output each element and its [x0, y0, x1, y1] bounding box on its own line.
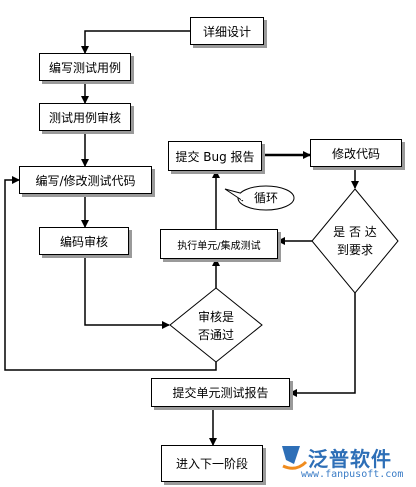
- decision-review-passed-label: 审核是 否通过: [186, 308, 246, 344]
- node-label: 详细设计: [202, 24, 251, 39]
- node-label: 测试用例审核: [48, 110, 121, 125]
- node-submit-bug-report: 提交 Bug 报告: [168, 141, 262, 171]
- node-write-modify-test-code: 编写/修改测试代码: [19, 166, 152, 194]
- edge-detail-to-write-cases: [81, 30, 190, 54]
- node-modify-code: 修改代码: [310, 139, 402, 167]
- brand-logo-icon: [282, 446, 308, 470]
- edge-code-review-to-review-decision: [84, 255, 170, 329]
- brand-url: www.fanpusoft.com: [301, 469, 404, 480]
- edge-review-fail-loop: [4, 176, 217, 371]
- node-detail-design: 详细设计: [190, 17, 264, 45]
- decision-label-line: 审核是: [197, 310, 234, 324]
- node-label: 编写/修改测试代码: [35, 173, 136, 188]
- brand-name: 泛普软件: [308, 447, 392, 471]
- node-label: 进入下一阶段: [175, 457, 248, 471]
- node-label: 编码审核: [59, 234, 108, 249]
- node-label: 编写测试用例: [48, 60, 121, 75]
- decision-label-line: 到要求: [336, 243, 373, 257]
- decision-meets-requirements-label: 是 否 达 到要求: [322, 223, 388, 259]
- loop-callout-text: 循环: [253, 191, 278, 205]
- node-code-review: 编码审核: [39, 227, 129, 255]
- decision-label-line: 否通过: [197, 328, 234, 342]
- node-review-test-cases: 测试用例审核: [39, 103, 131, 131]
- node-label: 执行单元/集成测试: [177, 240, 261, 252]
- loop-callout: [224, 185, 295, 211]
- node-label: 提交单元测试报告: [172, 386, 269, 400]
- node-submit-unit-test-report: 提交单元测试报告: [151, 378, 290, 407]
- node-execute-unit-test: 执行单元/集成测试: [160, 229, 278, 259]
- node-write-test-cases: 编写测试用例: [39, 53, 131, 81]
- decision-label-line: 是 否 达: [333, 225, 377, 239]
- edge-decision-to-unit-report: [289, 293, 356, 397]
- node-label: 修改代码: [331, 146, 380, 161]
- node-label: 提交 Bug 报告: [175, 149, 255, 164]
- node-enter-next-phase: 进入下一阶段: [161, 445, 263, 482]
